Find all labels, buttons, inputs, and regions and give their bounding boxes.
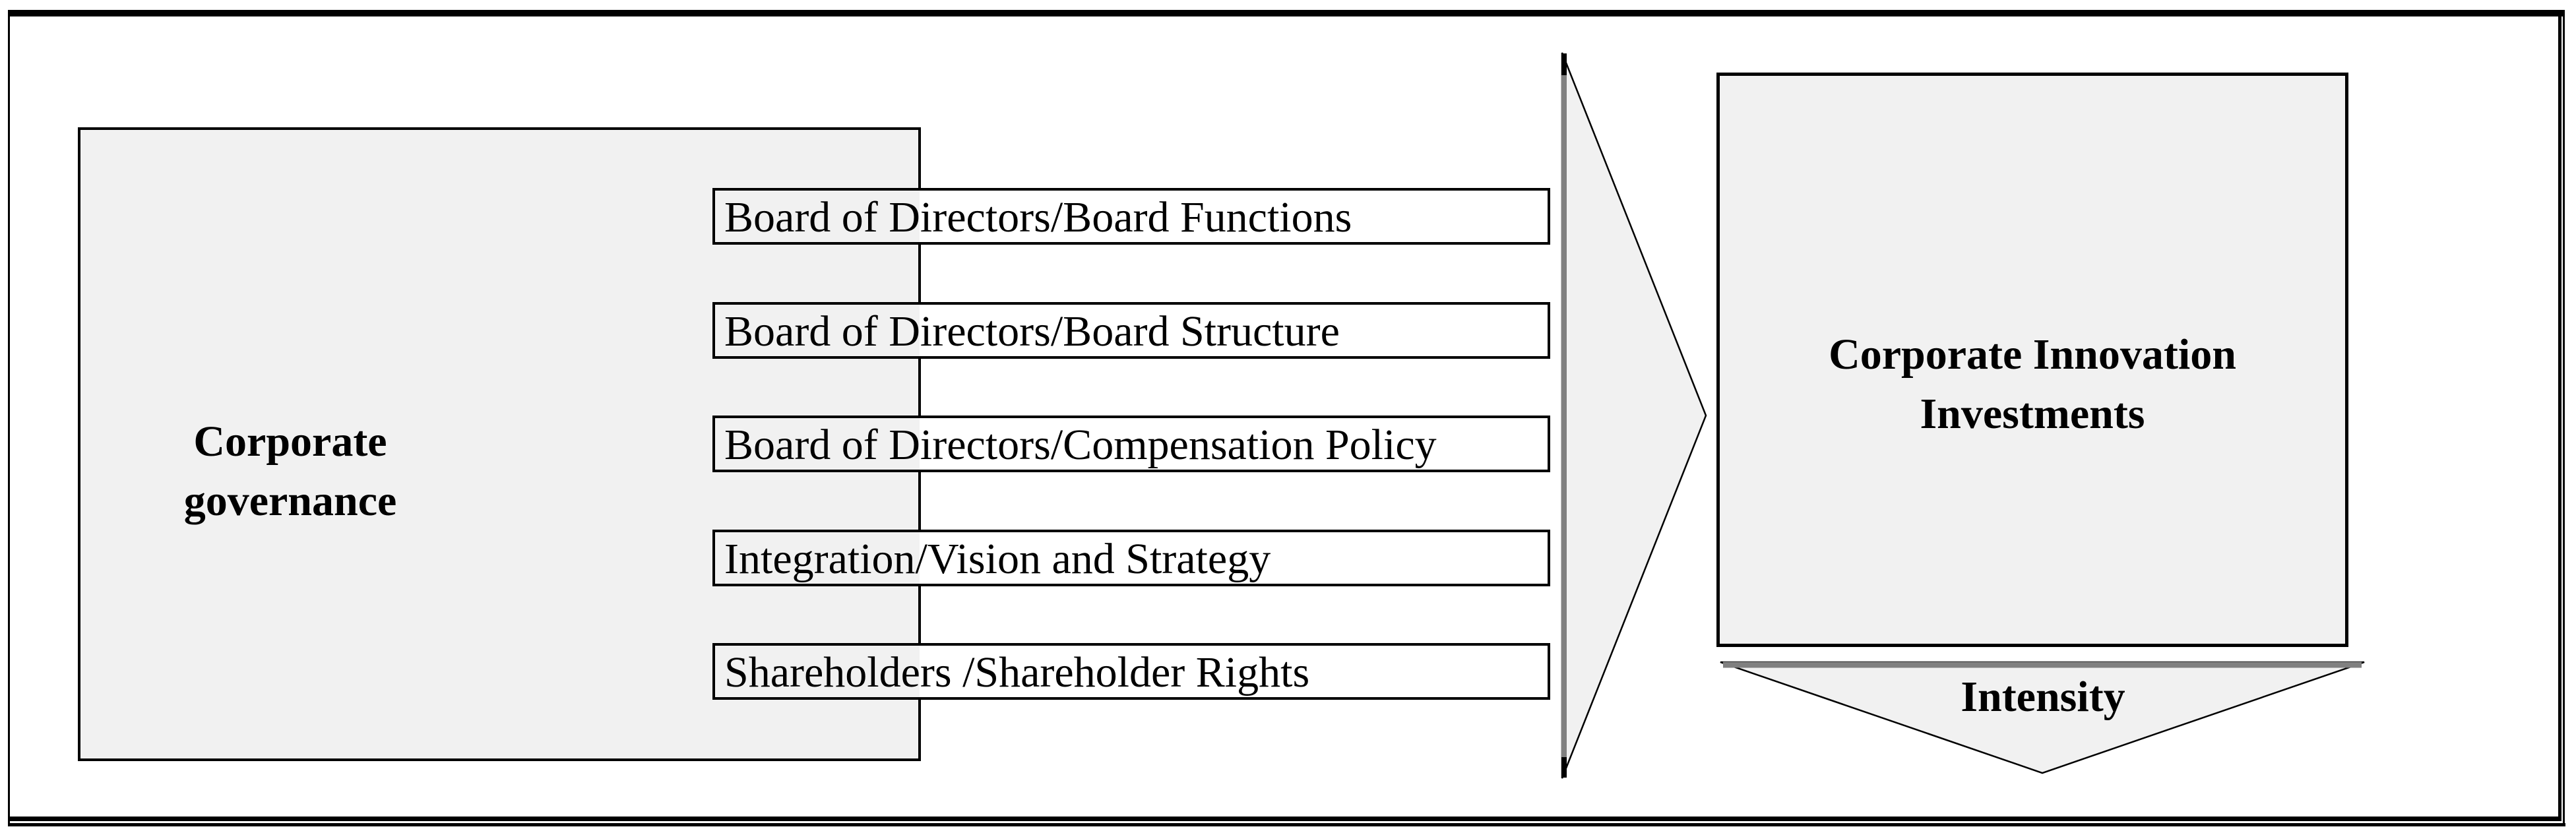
source-box-label: Corporate governance [183, 417, 397, 525]
frame-right-border-outer [2563, 10, 2565, 826]
frame-top-border [8, 10, 2565, 16]
target-box: Corporate Innovation Investments [1716, 73, 2348, 647]
mediator-box-label: Board of Directors/Board Functions [724, 193, 1352, 241]
target-box-label: Corporate Innovation Investments [1829, 330, 2236, 438]
frame-bottom-border-outer [8, 823, 2565, 826]
mediator-box: Shareholders /Shareholder Rights [712, 643, 1550, 700]
flow-arrow [1561, 52, 1707, 779]
mediator-box: Board of Directors/Board Structure [712, 302, 1550, 359]
frame-right-border [2558, 10, 2561, 821]
frame-bottom-border [8, 817, 2561, 821]
mediator-box-label: Shareholders /Shareholder Rights [724, 648, 1310, 696]
mediator-box-label: Board of Directors/Board Structure [724, 307, 1340, 355]
mediator-box: Board of Directors/Compensation Policy [712, 416, 1550, 472]
mediator-box-label: Board of Directors/Compensation Policy [724, 421, 1437, 469]
mediator-box: Integration/Vision and Strategy [712, 530, 1550, 586]
frame-left-border [8, 10, 10, 826]
intensity-label: Intensity [1961, 673, 2125, 721]
mediator-box: Board of Directors/Board Functions [712, 188, 1550, 245]
mediator-box-label: Integration/Vision and Strategy [724, 535, 1271, 583]
